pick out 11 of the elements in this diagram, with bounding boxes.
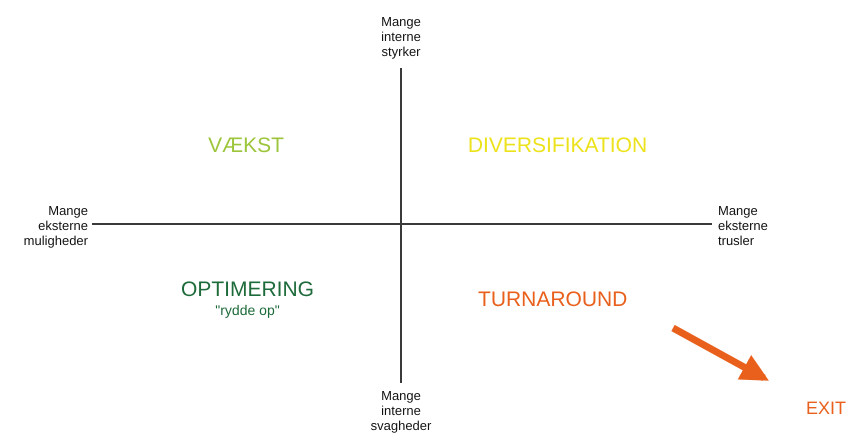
- quadrant-title: DIVERSIFIKATION: [468, 134, 648, 158]
- axis-label: Mange interne svagheder: [370, 388, 432, 433]
- quadrant-title: VÆKST: [208, 134, 284, 158]
- quadrant-title: TURNAROUND: [478, 288, 628, 312]
- exit-text: EXIT: [806, 398, 846, 419]
- arrow: [671, 324, 769, 382]
- axis-label: Mange eksterne trusler: [718, 203, 769, 248]
- quadrant-subtitle: "rydde op": [215, 302, 280, 318]
- quadrant-title: OPTIMERING: [180, 278, 314, 302]
- axis-label: Mange interne styrker: [380, 14, 422, 59]
- axis-label: Mange eksterne muligheder: [22, 203, 88, 248]
